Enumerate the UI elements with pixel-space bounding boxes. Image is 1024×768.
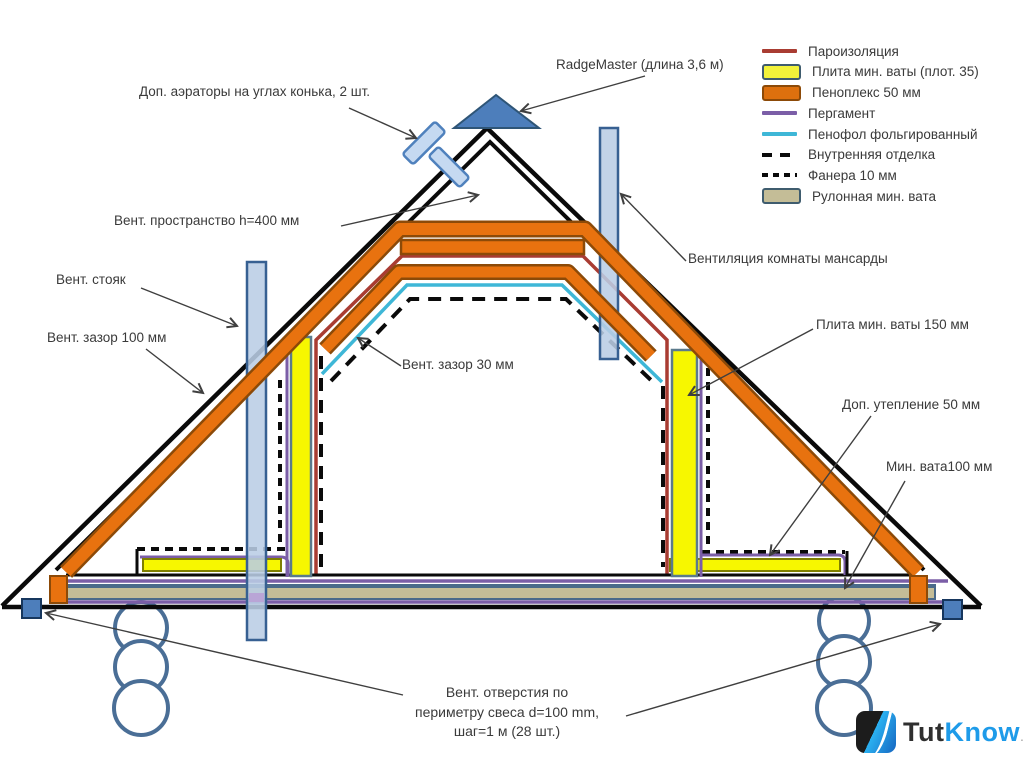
legend-item: Пенофол фольгированный — [762, 126, 979, 143]
legend-label: Плита мин. ваты (плот. 35) — [812, 64, 979, 80]
vapor-barrier-line — [314, 254, 669, 574]
floor-assembly — [2, 573, 981, 610]
eave-floor-boxes — [135, 549, 849, 576]
penoplex-right-foot — [909, 575, 928, 604]
legend-item: Рулонная мин. вата — [762, 188, 979, 205]
penoplex-collar-bar — [399, 238, 586, 256]
penoplex-inner — [321, 266, 655, 360]
mineral-plate-swatch — [762, 63, 801, 80]
arrow-mineral-plate-150 — [689, 328, 814, 395]
legend-item: Пеноплекс 50 мм — [762, 84, 979, 101]
label-vent-space: Вент. пространство h=400 мм — [114, 213, 300, 228]
plywood-swatch — [762, 173, 797, 178]
penoplex-outer — [61, 223, 923, 577]
legend-label: Рулонная мин. вата — [812, 188, 937, 204]
interior-finish-swatch — [762, 152, 797, 157]
logo-text-dark: Tut — [903, 716, 945, 747]
arrow-vent-space — [340, 195, 478, 227]
legend-label: Пеноплекс 50 мм — [812, 85, 921, 101]
arrow-aerators — [348, 107, 416, 138]
arrow-room-vent — [621, 194, 687, 262]
label-vent-gap-30: Вент. зазор 30 мм — [402, 357, 514, 372]
annotation-arrows — [46, 75, 940, 717]
pergament-swatch — [762, 111, 797, 116]
log-left-3 — [112, 679, 170, 737]
label-mineral-wool-100: Мин. вата100 мм — [886, 459, 993, 474]
legend-item: Плита мин. ваты (плот. 35) — [762, 63, 979, 81]
vent-stack-floor-pass — [249, 593, 264, 602]
vent-stack-duct — [245, 260, 268, 642]
label-vent-stack: Вент. стояк — [56, 272, 126, 287]
penoplex-layers — [49, 220, 928, 604]
tutknow-logo[interactable]: TutKnow.ru — [856, 711, 1024, 753]
label-vent-gap-100: Вент. зазор 100 мм — [47, 330, 167, 345]
eave-vent-left-square — [21, 598, 42, 619]
roll-mineral-wool-layer — [63, 586, 936, 600]
label-ridge-master: RadgeMaster (длина 3,6 м) — [556, 57, 724, 72]
knee-walls — [285, 335, 703, 578]
legend: Пароизоляция Плита мин. ваты (плот. 35) … — [762, 43, 979, 205]
legend-label: Пенофол фольгированный — [808, 126, 978, 142]
label-mineral-plate-150: Плита мин. ваты 150 мм — [816, 317, 969, 332]
legend-label: Внутренняя отделка — [808, 147, 936, 163]
eave-vent-right-square — [942, 599, 963, 620]
tutknow-logo-icon — [856, 711, 896, 753]
logo-text-suffix: .ru — [1019, 727, 1024, 744]
arrow-vent-gap-30 — [358, 338, 402, 367]
tutknow-logo-text: TutKnow.ru — [903, 717, 1024, 748]
arrow-vent-stack — [140, 287, 237, 326]
legend-label: Пароизоляция — [808, 43, 899, 59]
ridge-aerator — [402, 121, 470, 188]
arrow-vent-gap-100 — [145, 348, 203, 393]
vapor-barrier-swatch — [762, 49, 797, 54]
arrow-mineral-wool-100 — [845, 480, 906, 588]
legend-item: Внутренняя отделка — [762, 146, 979, 163]
label-extra-insulation-50: Доп. утепление 50 мм — [842, 397, 981, 412]
legend-item: Пароизоляция — [762, 43, 979, 60]
legend-label: Фанера 10 мм — [808, 167, 897, 183]
extra-insulation-right-plate — [669, 558, 841, 572]
arrow-eave-vents-right — [625, 624, 940, 717]
aerator-head — [402, 121, 446, 165]
ridge-cap-triangle — [451, 93, 542, 129]
label-eave-vents: Вент. отверстия по периметру свеса d=100… — [414, 684, 600, 740]
label-aerators: Доп. аэраторы на углах конька, 2 шт. — [139, 84, 371, 99]
arrow-ridge-master — [521, 75, 646, 111]
right-box-pergament — [700, 553, 847, 575]
mineral-plate-right-knee — [670, 348, 699, 578]
roll-wool-swatch — [762, 188, 801, 205]
roof-inner-line — [54, 139, 926, 572]
penoplex-swatch — [762, 84, 801, 101]
aerator-stem — [428, 146, 470, 188]
arrow-eave-vents-left — [46, 613, 404, 696]
legend-item: Пергамент — [762, 105, 979, 122]
arrow-extra-insulation — [770, 415, 872, 555]
legend-item: Фанера 10 мм — [762, 167, 979, 184]
penoplex-left-foot — [49, 575, 68, 604]
penoplex-outer-border — [59, 220, 925, 578]
label-room-vent: Вентиляция комнаты мансарды — [688, 251, 888, 266]
legend-label: Пергамент — [808, 105, 876, 121]
penofol-swatch — [762, 132, 797, 136]
logo-text-blue: Know — [944, 716, 1020, 747]
mineral-plate-left-knee — [289, 335, 313, 578]
